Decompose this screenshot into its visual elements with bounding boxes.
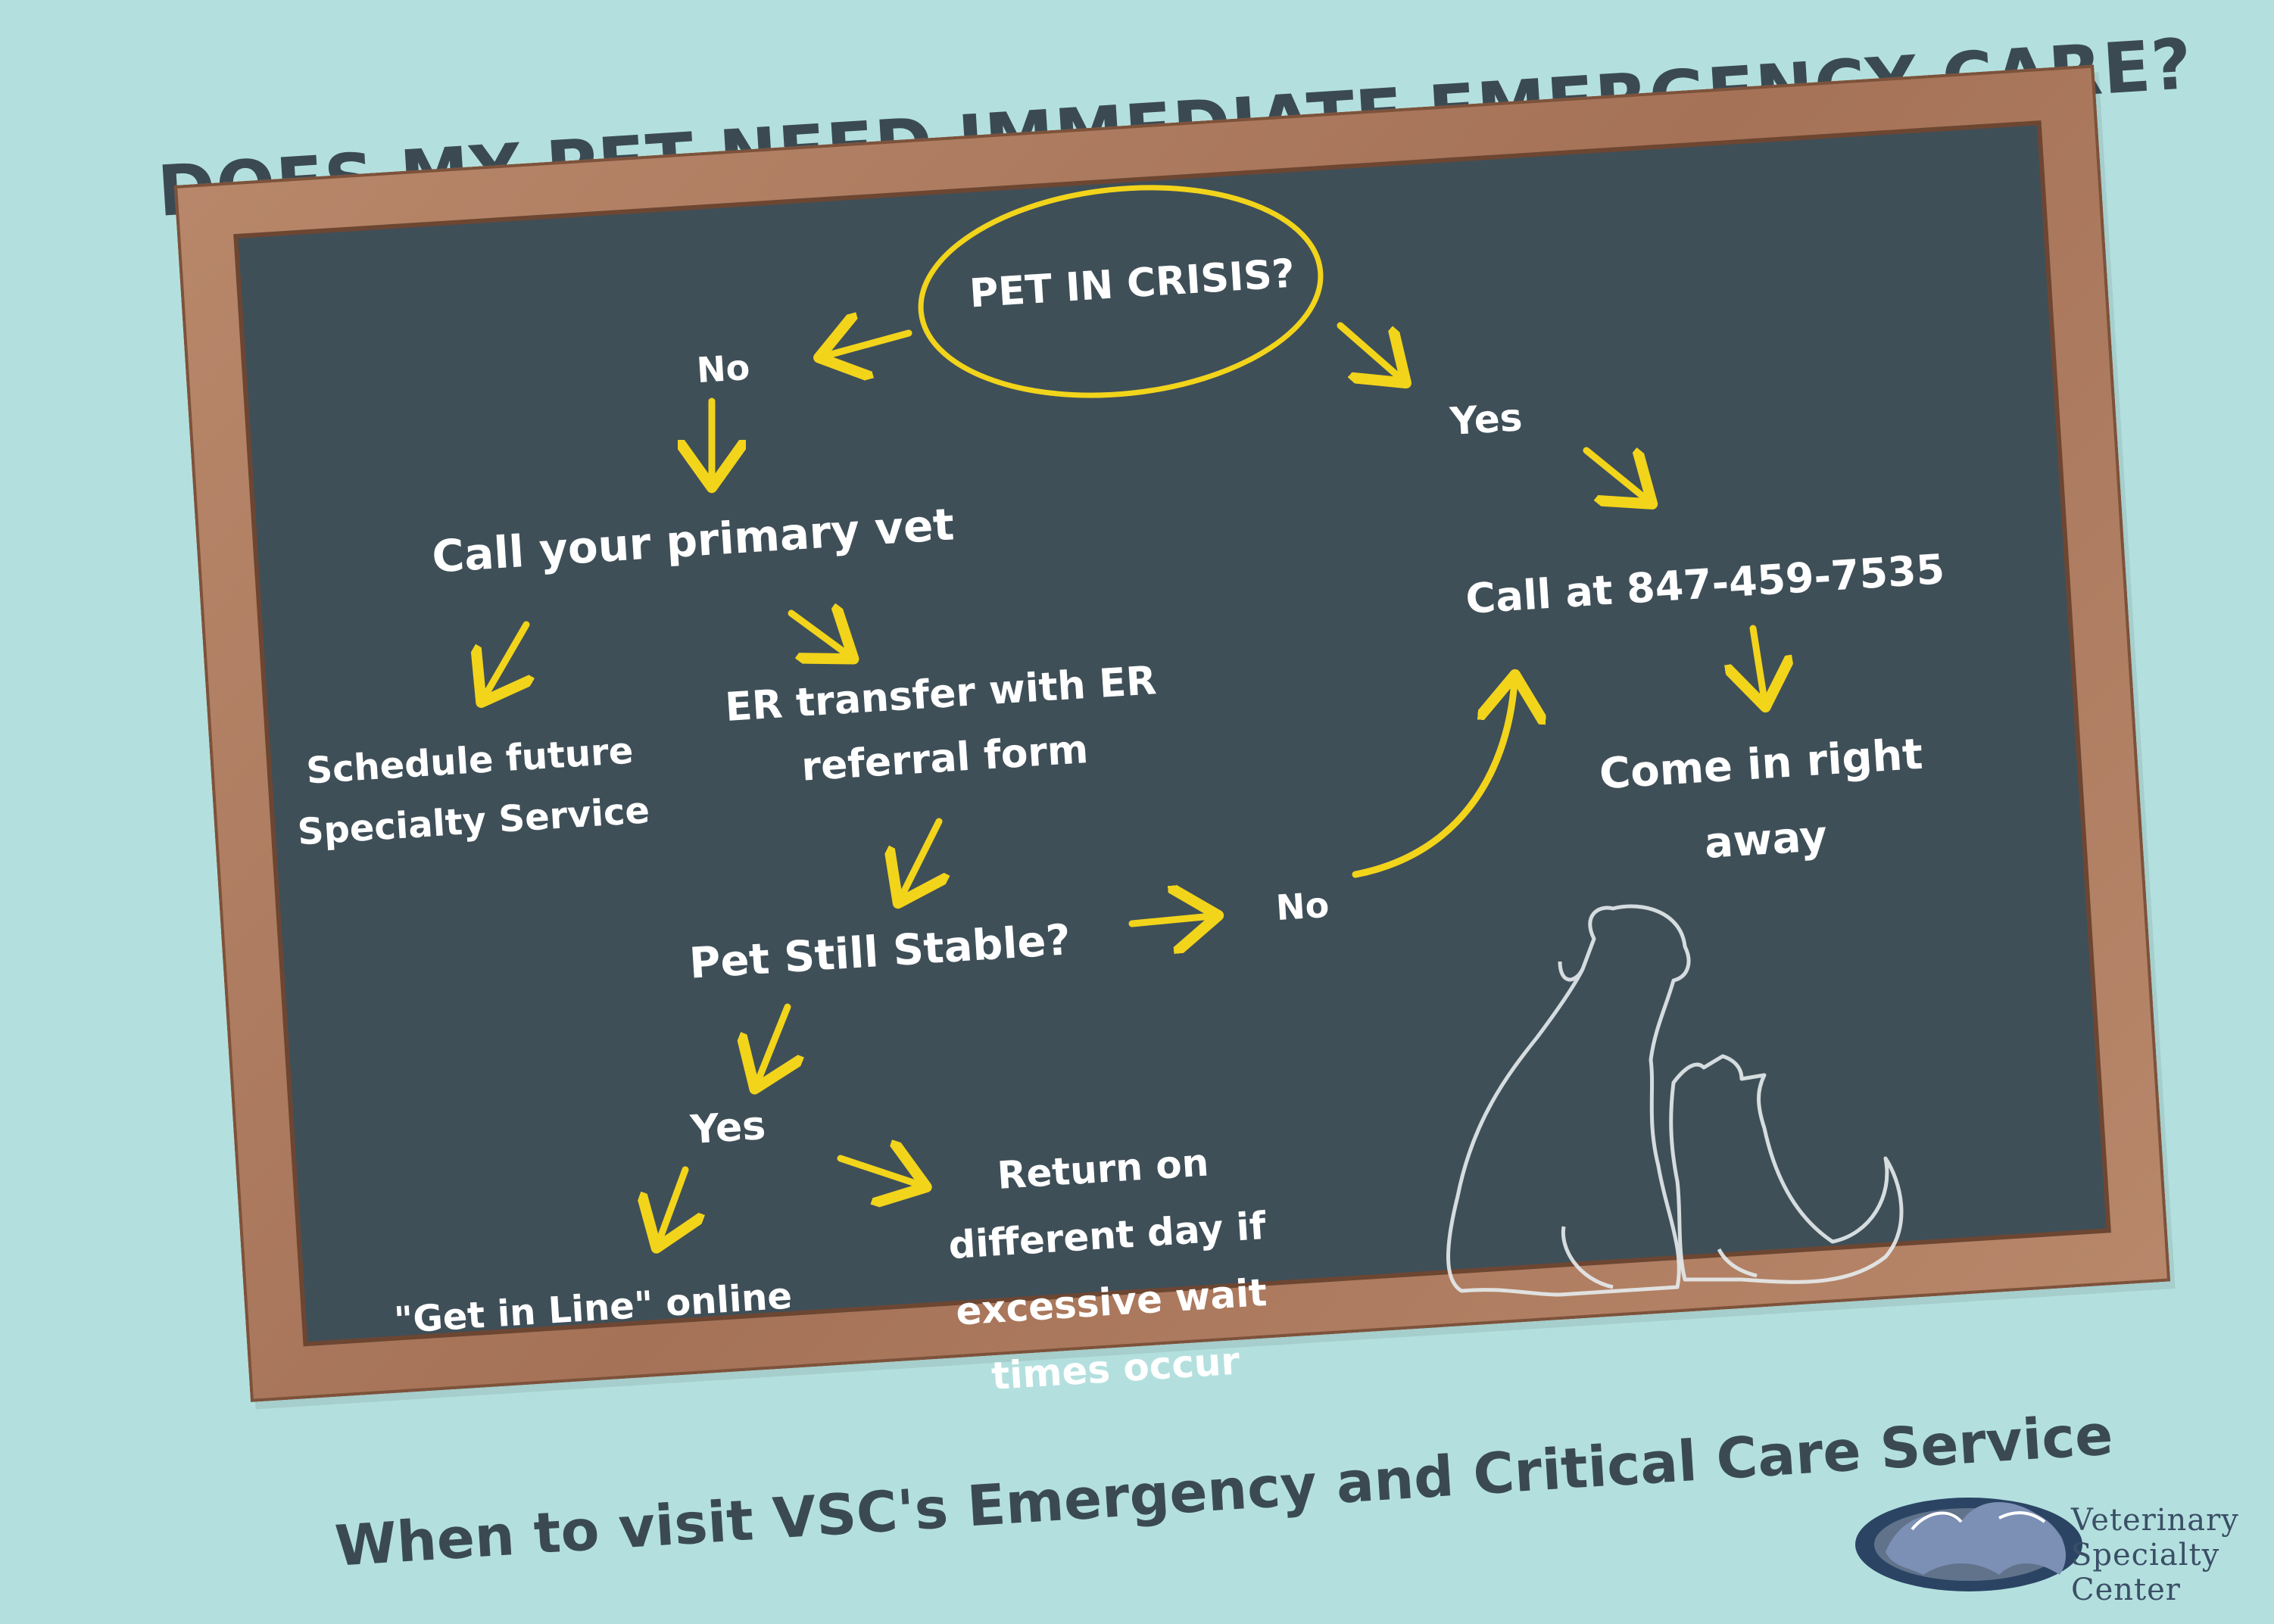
arrow-stable-to-yes	[757, 1003, 788, 1083]
vsc-logo-mark-icon	[1855, 1498, 2082, 1591]
arrow-call-number-to-come-in	[1753, 625, 1764, 700]
arrow-er-to-stable	[901, 818, 939, 897]
arrow-crisis-to-yes	[1337, 322, 1401, 379]
arrow-yes-to-call-number	[1583, 447, 1647, 500]
arrow-stable-to-no	[1128, 916, 1212, 924]
crisis-circle	[918, 185, 1324, 398]
dog-and-cat-silhouette-icon	[1446, 904, 1904, 1297]
logo-line-3: Center	[2071, 1573, 2181, 1607]
logo-line-1: Veterinary	[2071, 1503, 2239, 1538]
arrow-crisis-to-no	[825, 333, 912, 356]
arrow-yes-to-return	[837, 1158, 920, 1185]
vsc-logo-text: Veterinary Specialty Center	[2071, 1503, 2239, 1607]
arrow-no-to-call-number	[1352, 681, 1514, 878]
arrow-yes-to-get-in-line	[659, 1166, 685, 1242]
arrow-call-vet-to-schedule	[485, 621, 526, 697]
arrow-call-vet-to-er	[788, 613, 848, 655]
logo-line-2: Specialty	[2071, 1538, 2220, 1573]
